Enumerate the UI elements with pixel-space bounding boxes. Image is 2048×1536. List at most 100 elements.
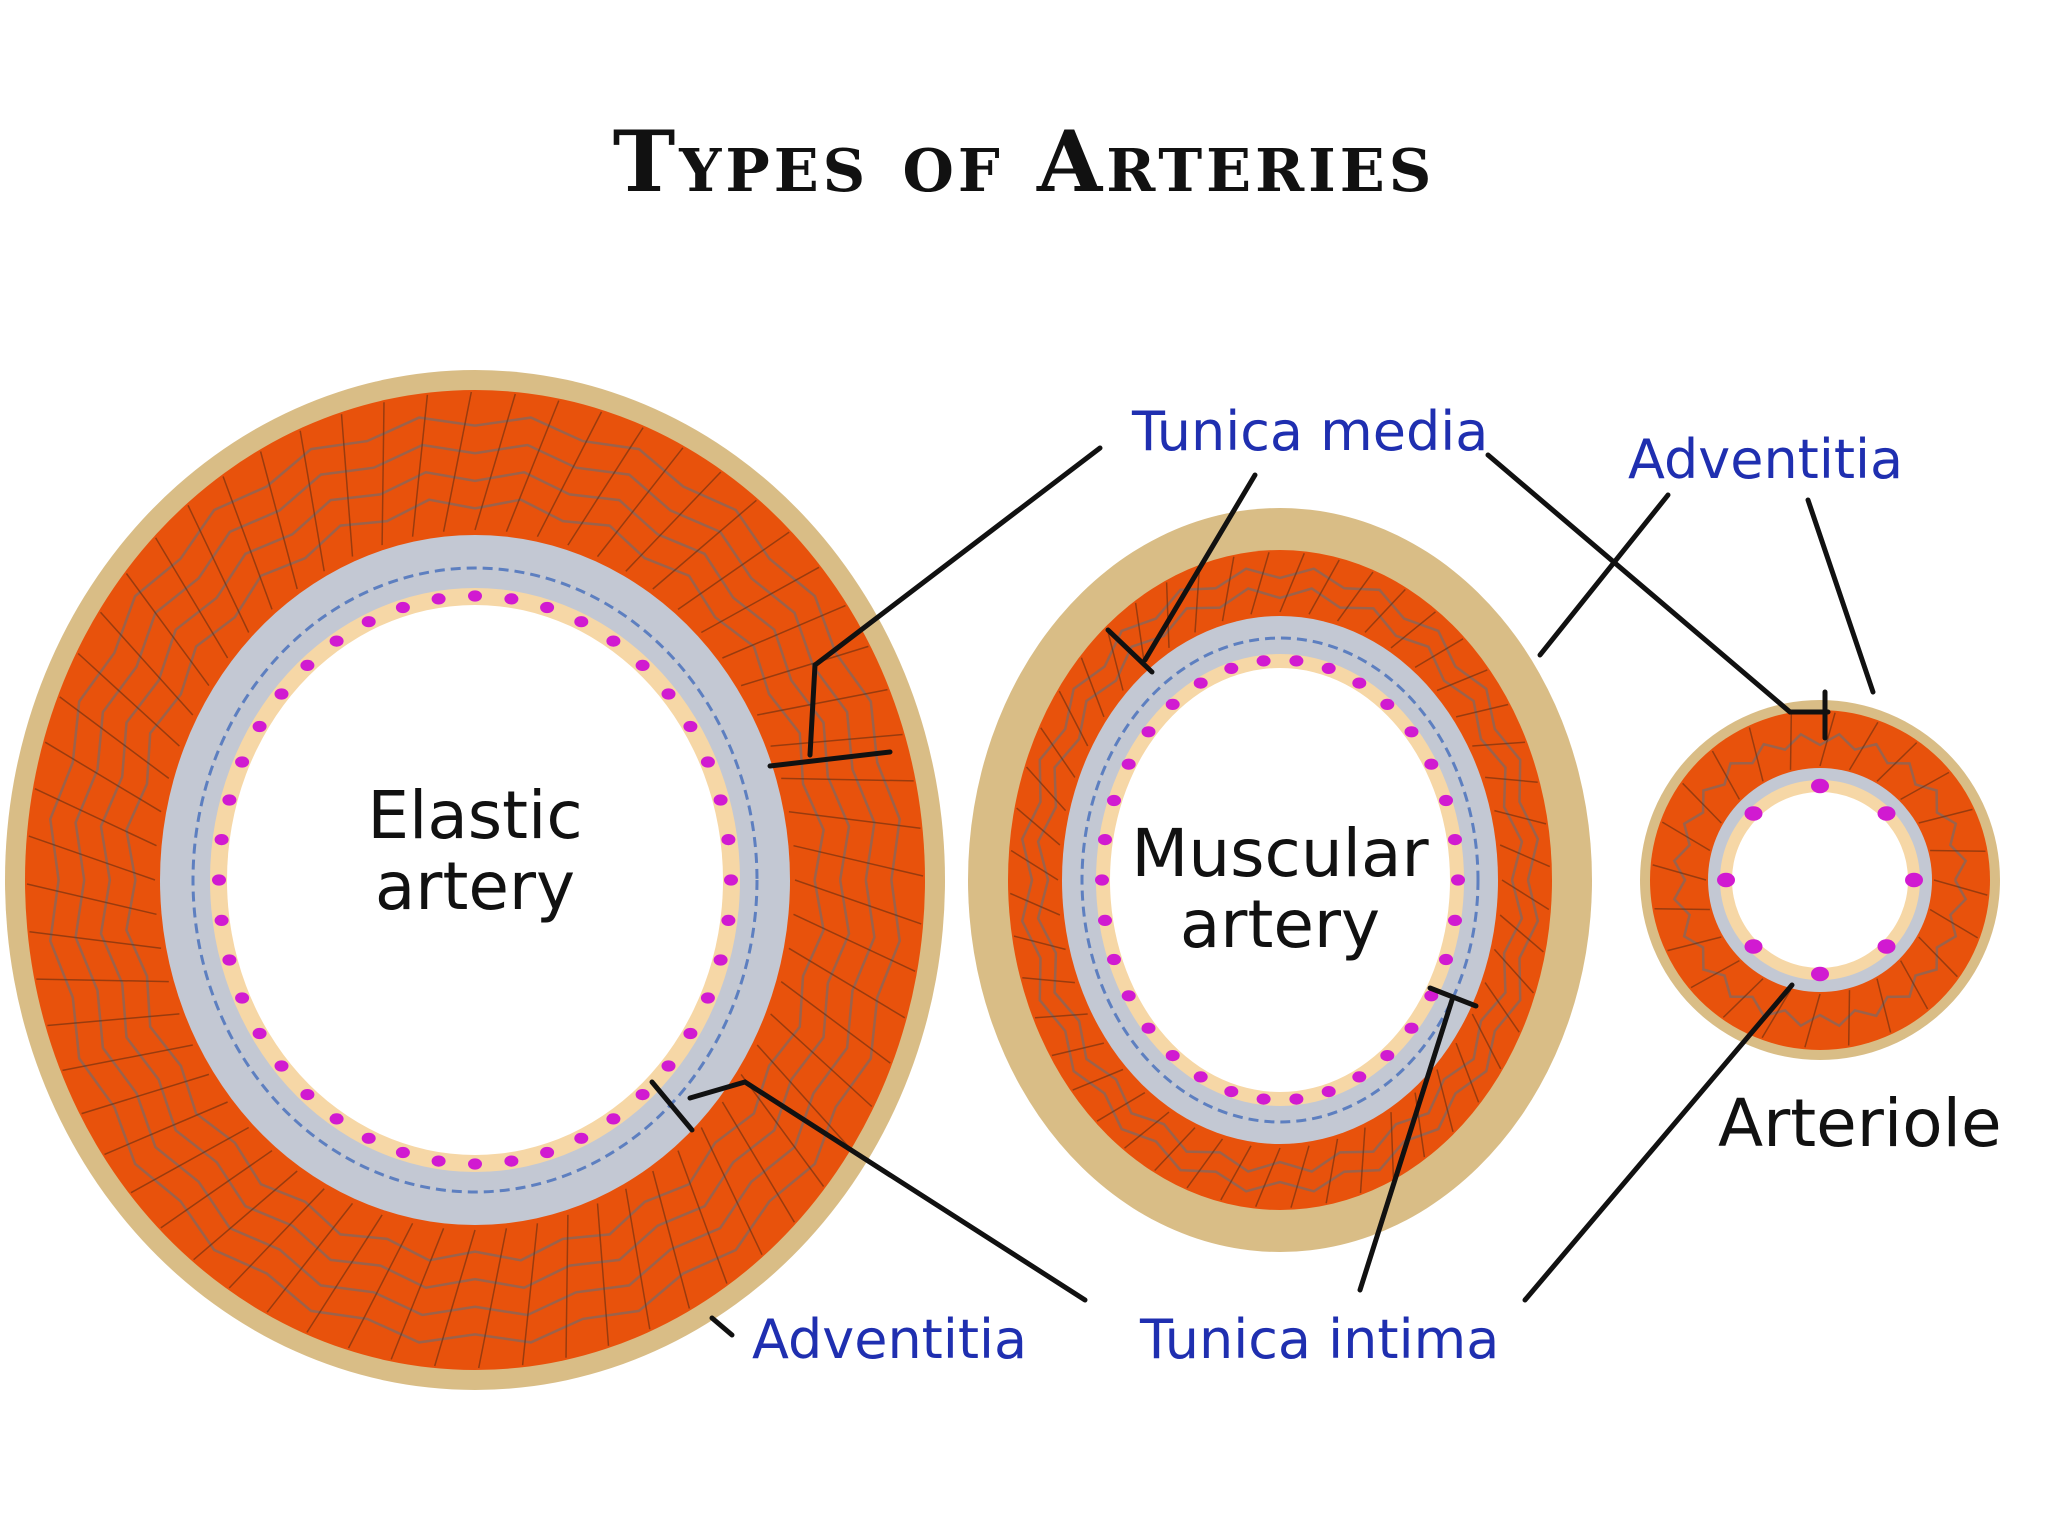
endothelial-nucleus	[540, 1146, 555, 1159]
endothelial-nucleus	[252, 720, 267, 733]
endothelial-nucleus	[661, 688, 676, 700]
media-fiber-line	[1414, 638, 1464, 669]
endothelial-nucleus	[1289, 1093, 1304, 1105]
media-fiber-line	[1013, 935, 1066, 951]
media-fiber-line	[34, 788, 157, 847]
label-muscular-artery: Muscular artery	[1130, 818, 1430, 961]
endothelial-nucleus	[300, 659, 315, 672]
media-fiber-line	[1499, 844, 1551, 868]
leader-tunica-media-muscular	[1142, 472, 1258, 663]
media-fiber-line	[1106, 628, 1124, 691]
media-fiber-line	[1501, 879, 1550, 911]
label-elastic-artery: Elastic artery	[335, 780, 615, 923]
endothelial-nucleus	[713, 954, 728, 966]
media-fiber-line	[1748, 727, 1764, 782]
media-fiber-line	[1016, 807, 1061, 846]
endothelial-nucleus	[1107, 953, 1121, 966]
endothelial-nucleus	[1256, 655, 1271, 667]
media-fiber-line	[1654, 907, 1710, 911]
media-fiber-line	[1929, 908, 1979, 939]
media-fiber-line	[266, 1202, 354, 1313]
bracket-tunica-media-elastic	[767, 749, 893, 769]
media-fiber-line	[1819, 712, 1836, 767]
media-fiber-line	[1933, 879, 1988, 896]
media-fiber-line	[788, 810, 921, 829]
endothelial-nucleus	[1098, 834, 1112, 846]
media-fiber-line	[1847, 990, 1851, 1046]
endothelial-nucleus	[468, 590, 482, 602]
media-fiber-line	[1472, 741, 1526, 747]
endothelial-nucleus	[1141, 726, 1156, 738]
media-fiber-line	[59, 696, 170, 780]
media-fiber-line	[770, 1013, 873, 1108]
media-fiber-line	[228, 1188, 325, 1289]
endothelial-nucleus	[1224, 1086, 1239, 1098]
media-fiber-line	[433, 1229, 476, 1367]
media-fiber-line	[1279, 553, 1305, 613]
leader-adventitia-elastic	[709, 1315, 735, 1338]
endothelial-nucleus	[329, 1113, 344, 1125]
media-fiber-line	[62, 1044, 193, 1072]
endothelial-nucleus	[700, 756, 715, 768]
endothelial-nucleus	[1877, 806, 1896, 821]
media-fiber-line	[1455, 1042, 1480, 1103]
endothelial-nucleus	[1141, 1022, 1156, 1034]
label-tunica-media: Tunica media	[1132, 400, 1489, 463]
endothelial-nucleus	[235, 992, 250, 1004]
media-fiber-line	[793, 844, 924, 877]
media-fiber-line	[222, 476, 273, 610]
media-fiber-line	[259, 451, 298, 590]
arteriole-lumen	[1732, 792, 1908, 968]
media-fiber-line	[347, 1222, 414, 1349]
media-fiber-line	[26, 883, 157, 916]
arteriole-endothelial-nuclei	[1717, 778, 1923, 982]
media-fiber-line	[81, 1073, 210, 1115]
media-fiber-line	[625, 471, 722, 572]
leader-adventitia-muscular	[1537, 492, 1671, 658]
media-fiber-line	[780, 980, 891, 1064]
media-fiber-line	[1364, 588, 1406, 633]
endothelial-nucleus	[1121, 758, 1136, 770]
arteriole-section	[1640, 700, 2000, 1060]
endothelial-nucleus	[468, 1158, 482, 1170]
endothelial-nucleus	[1256, 1093, 1271, 1105]
endothelial-nucleus	[214, 914, 229, 927]
media-fiber-line	[1471, 1013, 1502, 1070]
media-fiber-line	[1804, 993, 1821, 1048]
media-fiber-line	[1255, 1147, 1281, 1207]
endothelial-nucleus	[361, 1132, 376, 1144]
media-fiber-line	[1390, 611, 1436, 649]
endothelial-nucleus	[661, 1060, 676, 1072]
media-fiber-line	[299, 430, 325, 572]
endothelial-nucleus	[1352, 1071, 1367, 1083]
endothelial-nucleus	[504, 593, 519, 605]
media-fiber-line	[740, 1073, 825, 1187]
endothelial-nucleus	[1380, 1050, 1395, 1062]
endothelial-nucleus	[1448, 914, 1462, 927]
media-fiber-line	[1876, 978, 1892, 1033]
leader-adventitia-arteriole	[1805, 497, 1876, 695]
media-fiber-line	[193, 1170, 298, 1261]
endothelial-nucleus	[1448, 834, 1462, 846]
media-fiber-line	[1025, 766, 1067, 812]
media-fiber-line	[36, 978, 169, 983]
endothelial-nucleus	[1905, 872, 1923, 888]
media-fiber-line	[1080, 657, 1105, 718]
muscular-lumen	[1110, 668, 1450, 1092]
media-fiber-line	[1220, 1145, 1252, 1201]
endothelial-nucleus	[1289, 655, 1304, 667]
muscular-internal-elastic-lamina	[1080, 636, 1480, 1124]
endothelial-nucleus	[1165, 698, 1180, 711]
media-fiber-line	[1667, 936, 1722, 952]
media-fiber-line	[306, 1214, 383, 1333]
media-fiber-ring	[49, 416, 901, 1344]
endothelial-nucleus	[222, 954, 237, 966]
endothelial-nucleus	[683, 720, 698, 733]
media-fiber-line	[381, 402, 385, 546]
endothelial-nucleus	[222, 794, 237, 806]
media-fiber-line	[677, 1150, 728, 1284]
media-fiber-line	[1494, 809, 1547, 825]
endothelial-nucleus	[431, 593, 446, 605]
